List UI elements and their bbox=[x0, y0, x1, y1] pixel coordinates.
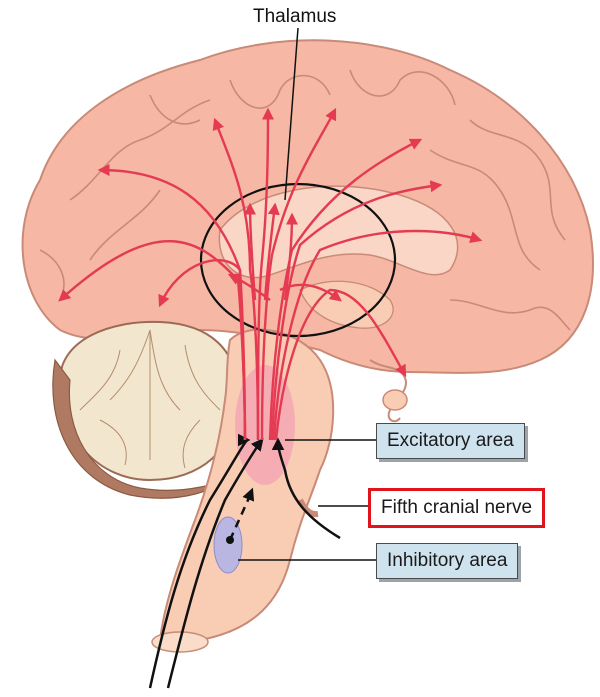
fifth-cranial-nerve-label: Fifth cranial nerve bbox=[368, 488, 546, 528]
projection-arrows bbox=[58, 107, 483, 441]
thalamus-label: Thalamus bbox=[253, 6, 337, 27]
cortex-folds bbox=[39, 69, 571, 331]
excitatory-area-label: Excitatory area bbox=[376, 423, 525, 459]
ascending-fibers bbox=[148, 433, 341, 689]
inhibitory-zone bbox=[213, 516, 243, 574]
inhibitory-area-label: Inhibitory area bbox=[376, 543, 519, 579]
